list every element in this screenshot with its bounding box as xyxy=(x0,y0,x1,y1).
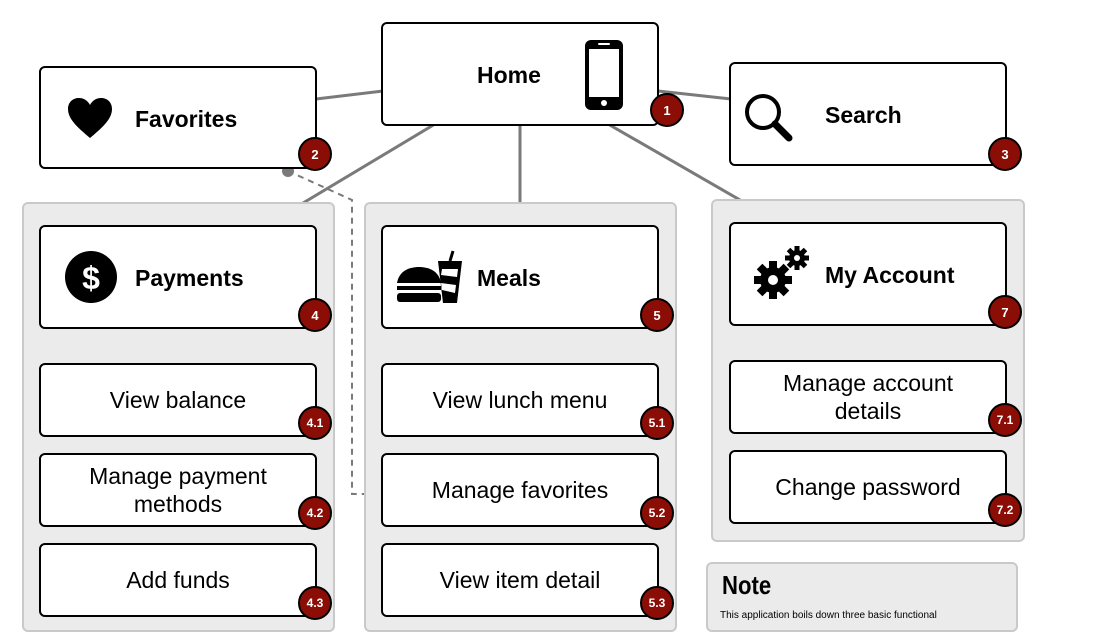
note-panel: Note This application boils down three b… xyxy=(706,562,1018,632)
add-funds-node[interactable]: Add funds xyxy=(39,543,317,617)
manage-payment-methods-badge: 4.2 xyxy=(298,496,332,530)
magnifier-icon xyxy=(745,94,793,142)
view-balance-badge: 4.1 xyxy=(298,406,332,440)
manage-payment-methods-label: Manage payment methods xyxy=(89,463,267,517)
favorites-badge: 2 xyxy=(298,137,332,171)
meals-label: Meals xyxy=(477,265,541,291)
view-lunch-menu-label: View lunch menu xyxy=(432,387,608,413)
manage-favorites-label: Manage favorites xyxy=(431,477,609,503)
payments-badge: 4 xyxy=(298,298,332,332)
view-balance-node[interactable]: View balance xyxy=(39,363,317,437)
heart-icon xyxy=(68,98,112,138)
search-badge: 3 xyxy=(988,137,1022,171)
manage-payment-methods-node[interactable]: Manage payment methods xyxy=(39,453,317,527)
my-account-label: My Account xyxy=(825,262,955,288)
payments-node[interactable]: $ Payments xyxy=(39,225,317,329)
search-label: Search xyxy=(825,102,902,128)
manage-account-details-label: Manage account details xyxy=(782,370,954,424)
manage-favorites-node[interactable]: Manage favorites xyxy=(381,453,659,527)
meals-badge: 5 xyxy=(640,298,674,332)
payments-label: Payments xyxy=(135,265,244,291)
view-item-detail-node[interactable]: View item detail xyxy=(381,543,659,617)
manage-account-details-badge: 7.1 xyxy=(988,403,1022,437)
favorites-node[interactable]: Favorites xyxy=(39,66,317,169)
note-body: This application boils down three basic … xyxy=(720,610,937,621)
view-lunch-menu-badge: 5.1 xyxy=(640,406,674,440)
link-home-favorites xyxy=(315,89,384,101)
svg-text:$: $ xyxy=(82,260,100,296)
home-badge: 1 xyxy=(650,93,684,127)
home-label: Home xyxy=(477,62,541,88)
home-node[interactable]: Home xyxy=(381,22,659,126)
add-funds-label: Add funds xyxy=(126,567,230,593)
note-title: Note xyxy=(722,570,772,600)
change-password-label: Change password xyxy=(775,474,961,500)
manage-account-details-node[interactable]: Manage account details xyxy=(729,360,1007,434)
view-item-detail-label: View item detail xyxy=(439,567,601,593)
favorites-label: Favorites xyxy=(135,106,238,132)
link-home-search xyxy=(657,89,732,101)
gears-icon xyxy=(754,246,809,299)
dollar-coin-icon: $ xyxy=(65,251,117,303)
burger-and-drink-icon xyxy=(397,250,462,303)
meals-node[interactable]: Meals xyxy=(381,225,659,329)
search-node[interactable]: Search xyxy=(729,62,1007,166)
view-balance-label: View balance xyxy=(109,387,247,413)
smartphone-icon xyxy=(585,40,623,110)
change-password-badge: 7.2 xyxy=(988,493,1022,527)
link-favorites-managefavorites xyxy=(287,170,374,495)
view-lunch-menu-node[interactable]: View lunch menu xyxy=(381,363,659,437)
change-password-node[interactable]: Change password xyxy=(729,450,1007,524)
my-account-badge: 7 xyxy=(988,295,1022,329)
manage-favorites-badge: 5.2 xyxy=(640,496,674,530)
my-account-node[interactable]: My Account xyxy=(729,222,1007,326)
